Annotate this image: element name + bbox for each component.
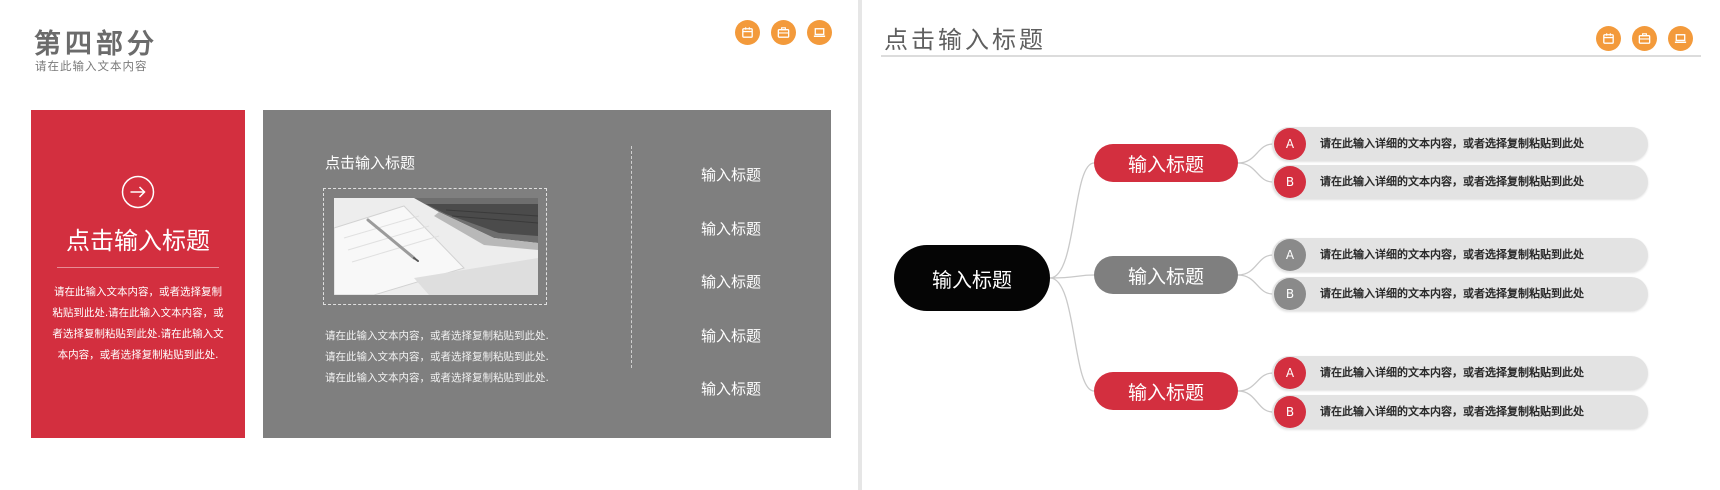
gray-card-body-line: 请在此输入文本内容，或者选择复制粘贴到此处. [325,330,549,342]
red-feature-card: 点击输入标题 请在此输入文本内容，或者选择复制粘贴到此处.请在此输入文本内容，或… [31,110,245,438]
gray-card-heading[interactable]: 点击输入标题 [325,154,416,172]
calendar-icon[interactable] [735,20,760,45]
right-slide: 点击输入标题 输入标题 输入标题 输入标题 输入标题 A 请在 [862,0,1720,490]
leaf-badge: A [1274,357,1306,389]
notebook-laptop-photo [334,198,538,295]
leaf-text: 请在此输入详细的文本内容，或者选择复制粘贴到此处 [1320,287,1584,300]
section-subtitle: 请在此输入文本内容 [35,59,148,73]
leaf-badge: B [1274,166,1306,198]
title-list-item[interactable]: 输入标题 [700,166,761,184]
dashed-divider [631,146,632,368]
laptop-icon[interactable] [807,20,832,45]
mindmap-branch-node[interactable]: 输入标题 [1094,372,1238,410]
leaf-text: 请在此输入详细的文本内容，或者选择复制粘贴到此处 [1320,248,1584,261]
gray-card-body-line: 请在此输入文本内容，或者选择复制粘贴到此处. [325,351,549,363]
page-title[interactable]: 点击输入标题 [884,26,1046,54]
title-list-item[interactable]: 输入标题 [700,273,761,291]
mindmap-leaf-item[interactable]: A 请在此输入详细的文本内容，或者选择复制粘贴到此处 [1272,238,1648,272]
mindmap-branch-node[interactable]: 输入标题 [1094,256,1238,294]
briefcase-icon[interactable] [771,20,796,45]
section-title: 第四部分 [34,29,158,60]
leaf-badge: B [1274,396,1306,428]
mindmap-leaf-item[interactable]: B 请在此输入详细的文本内容，或者选择复制粘贴到此处 [1272,395,1648,429]
title-list-item[interactable]: 输入标题 [700,220,761,238]
mindmap-leaf-item[interactable]: B 请在此输入详细的文本内容，或者选择复制粘贴到此处 [1272,165,1648,199]
leaf-text: 请在此输入详细的文本内容，或者选择复制粘贴到此处 [1320,366,1584,379]
mindmap-leaf-item[interactable]: A 请在此输入详细的文本内容，或者选择复制粘贴到此处 [1272,127,1648,161]
title-list-item[interactable]: 输入标题 [700,380,761,398]
mindmap-leaf-item[interactable]: B 请在此输入详细的文本内容，或者选择复制粘贴到此处 [1272,277,1648,311]
mindmap-leaf-item[interactable]: A 请在此输入详细的文本内容，或者选择复制粘贴到此处 [1272,356,1648,390]
leaf-text: 请在此输入详细的文本内容，或者选择复制粘贴到此处 [1320,405,1584,418]
left-slide: 第四部分 请在此输入文本内容 点击输入标题 请在此输入文本内容，或者选择复制粘贴… [0,0,858,490]
gray-content-card: 点击输入标题 [263,110,831,438]
header-icon-group [735,20,832,45]
mindmap-connectors [1049,143,1274,413]
gray-card-body[interactable]: 请在此输入文本内容，或者选择复制粘贴到此处. 请在此输入文本内容，或者选择复制粘… [325,326,585,389]
leaf-text: 请在此输入详细的文本内容，或者选择复制粘贴到此处 [1320,137,1584,150]
briefcase-icon[interactable] [1632,26,1657,51]
leaf-text: 请在此输入详细的文本内容，或者选择复制粘贴到此处 [1320,175,1584,188]
photo-placeholder-frame[interactable] [323,188,547,305]
red-card-body[interactable]: 请在此输入文本内容，或者选择复制粘贴到此处.请在此输入文本内容，或者选择复制粘贴… [52,286,224,361]
red-card-heading[interactable]: 点击输入标题 [66,227,210,255]
mindmap-branch-node[interactable]: 输入标题 [1094,144,1238,182]
gray-card-body-line: 请在此输入文本内容，或者选择复制粘贴到此处. [325,372,549,384]
mindmap-root-node[interactable]: 输入标题 [894,245,1050,311]
header-icon-group [1596,26,1693,51]
title-underline [881,55,1701,57]
leaf-badge: B [1274,278,1306,310]
red-card-divider [57,267,219,268]
leaf-badge: A [1274,239,1306,271]
calendar-icon[interactable] [1596,26,1621,51]
arrow-right-circle-icon [121,175,155,209]
laptop-icon[interactable] [1668,26,1693,51]
title-list-item[interactable]: 输入标题 [700,327,761,345]
leaf-badge: A [1274,128,1306,160]
